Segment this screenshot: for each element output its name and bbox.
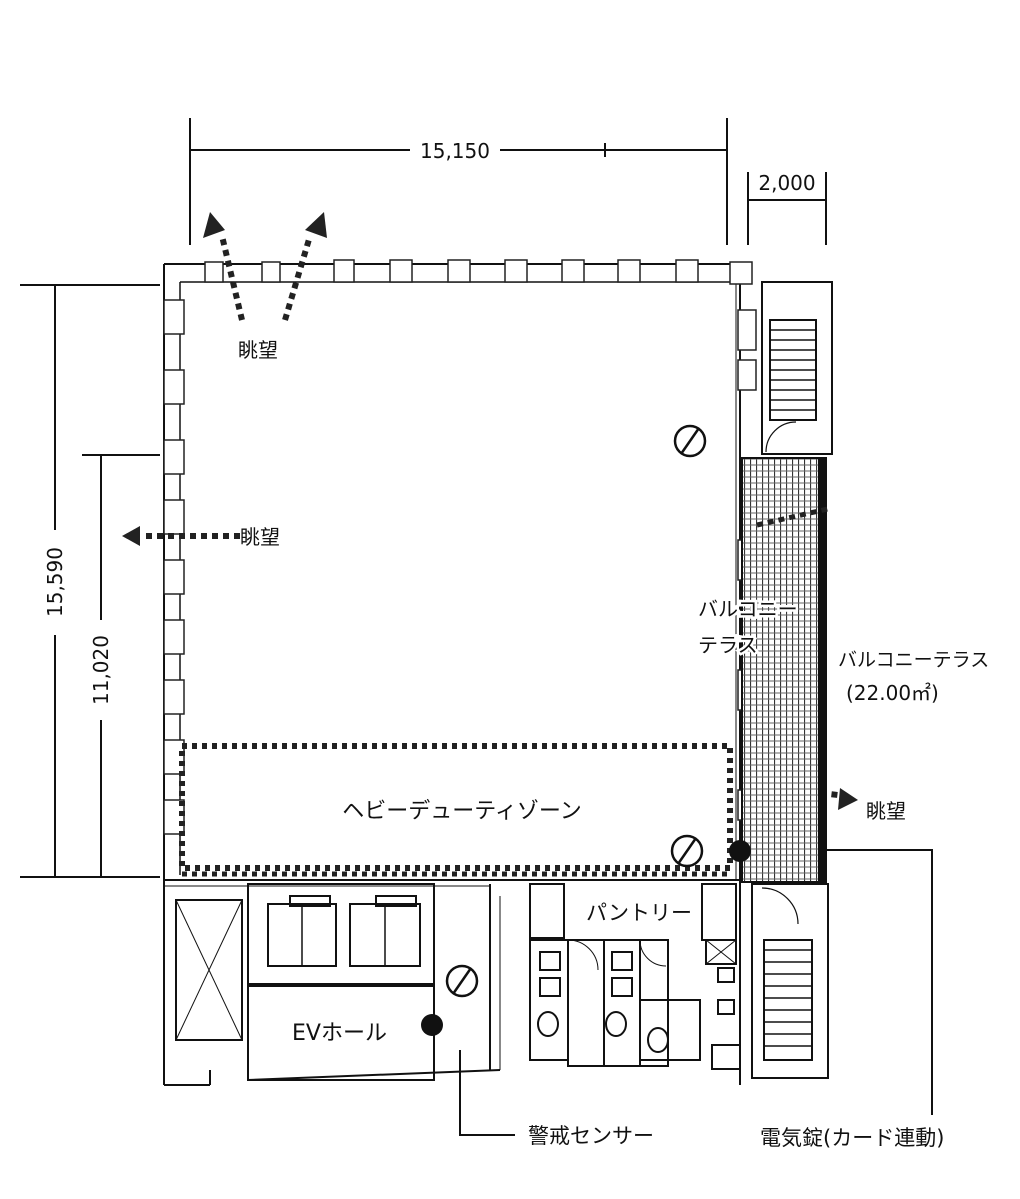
dimension-lines: [20, 118, 827, 878]
security-sensor-label: 警戒センサー: [528, 1124, 654, 1148]
filled-dot-icon: [729, 840, 751, 862]
south-stair: [751, 883, 829, 1079]
dim-width-top: 15,150: [420, 139, 490, 163]
filled-dot-icon: [421, 1014, 443, 1036]
balcony-area-label: (22.00㎡): [846, 681, 939, 705]
view-label-east: 眺望: [866, 799, 906, 823]
outer-walls: [163, 263, 741, 1086]
balcony-terrace: [741, 457, 827, 883]
view-label-north: 眺望: [238, 338, 278, 362]
west-mullions: [163, 299, 185, 835]
balcony-callout-label: バルコニーテラス: [838, 649, 989, 671]
dim-balcony-width: 2,000: [758, 171, 815, 195]
leader-lines: [459, 849, 933, 1136]
prohibition-circle-icon: [673, 424, 707, 458]
view-arrowheads: [122, 212, 858, 810]
heavy-duty-zone: [179, 743, 733, 871]
balcony-inner-label-2: テラス: [698, 633, 758, 657]
pantry-label: パントリー: [586, 901, 692, 925]
view-label-west: 眺望: [240, 525, 280, 549]
prohibition-circle-icon: [445, 964, 479, 998]
north-mullions: [204, 259, 753, 285]
balcony-inner-label-1: バルコニー: [698, 597, 798, 621]
north-stair: [761, 281, 833, 455]
dim-depth-total: 15,590: [43, 547, 67, 617]
heavy-duty-zone-label: ヘビーデューティゾーン: [342, 799, 582, 824]
core-walls: [164, 879, 741, 1081]
prohibition-circle-icon: [670, 834, 704, 868]
view-arrows: [142, 235, 839, 798]
electric-lock-label: 電気錠(カード連動): [760, 1126, 944, 1150]
balcony-dotted-line: [756, 505, 833, 528]
balcony-outer-rail: [818, 458, 826, 882]
dim-depth-office: 11,020: [89, 635, 113, 705]
ev-hall-label: EVホール: [292, 1021, 387, 1046]
